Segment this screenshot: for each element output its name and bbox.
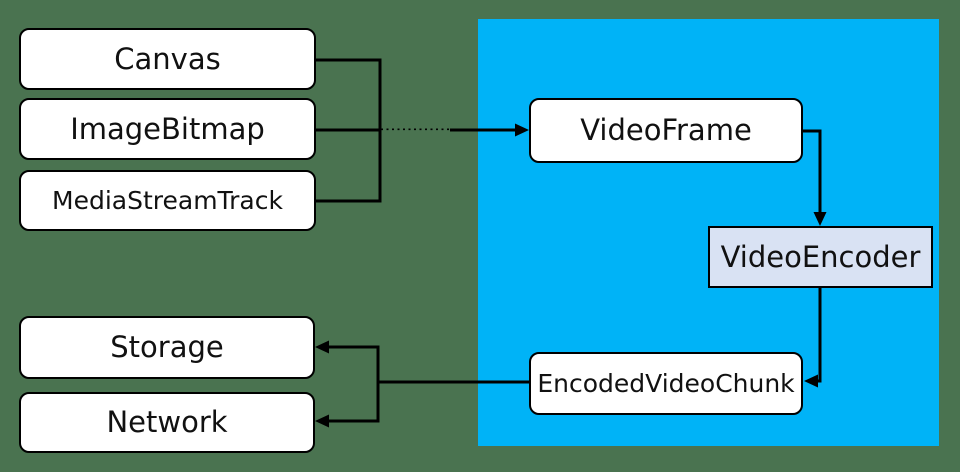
node-storage: Storage [19,316,315,379]
arrowhead-into-network-icon [315,414,329,428]
node-mediastreamtrack: MediaStreamTrack [19,170,316,231]
node-videoframe: VideoFrame [529,98,803,163]
node-canvas: Canvas [19,28,316,90]
arrowhead-into-storage-icon [315,340,329,354]
node-videoencoder: VideoEncoder [708,226,933,288]
node-encodedvideochunk: EncodedVideoChunk [529,352,803,415]
node-imagebitmap: ImageBitmap [19,98,316,160]
node-network: Network [19,392,315,453]
